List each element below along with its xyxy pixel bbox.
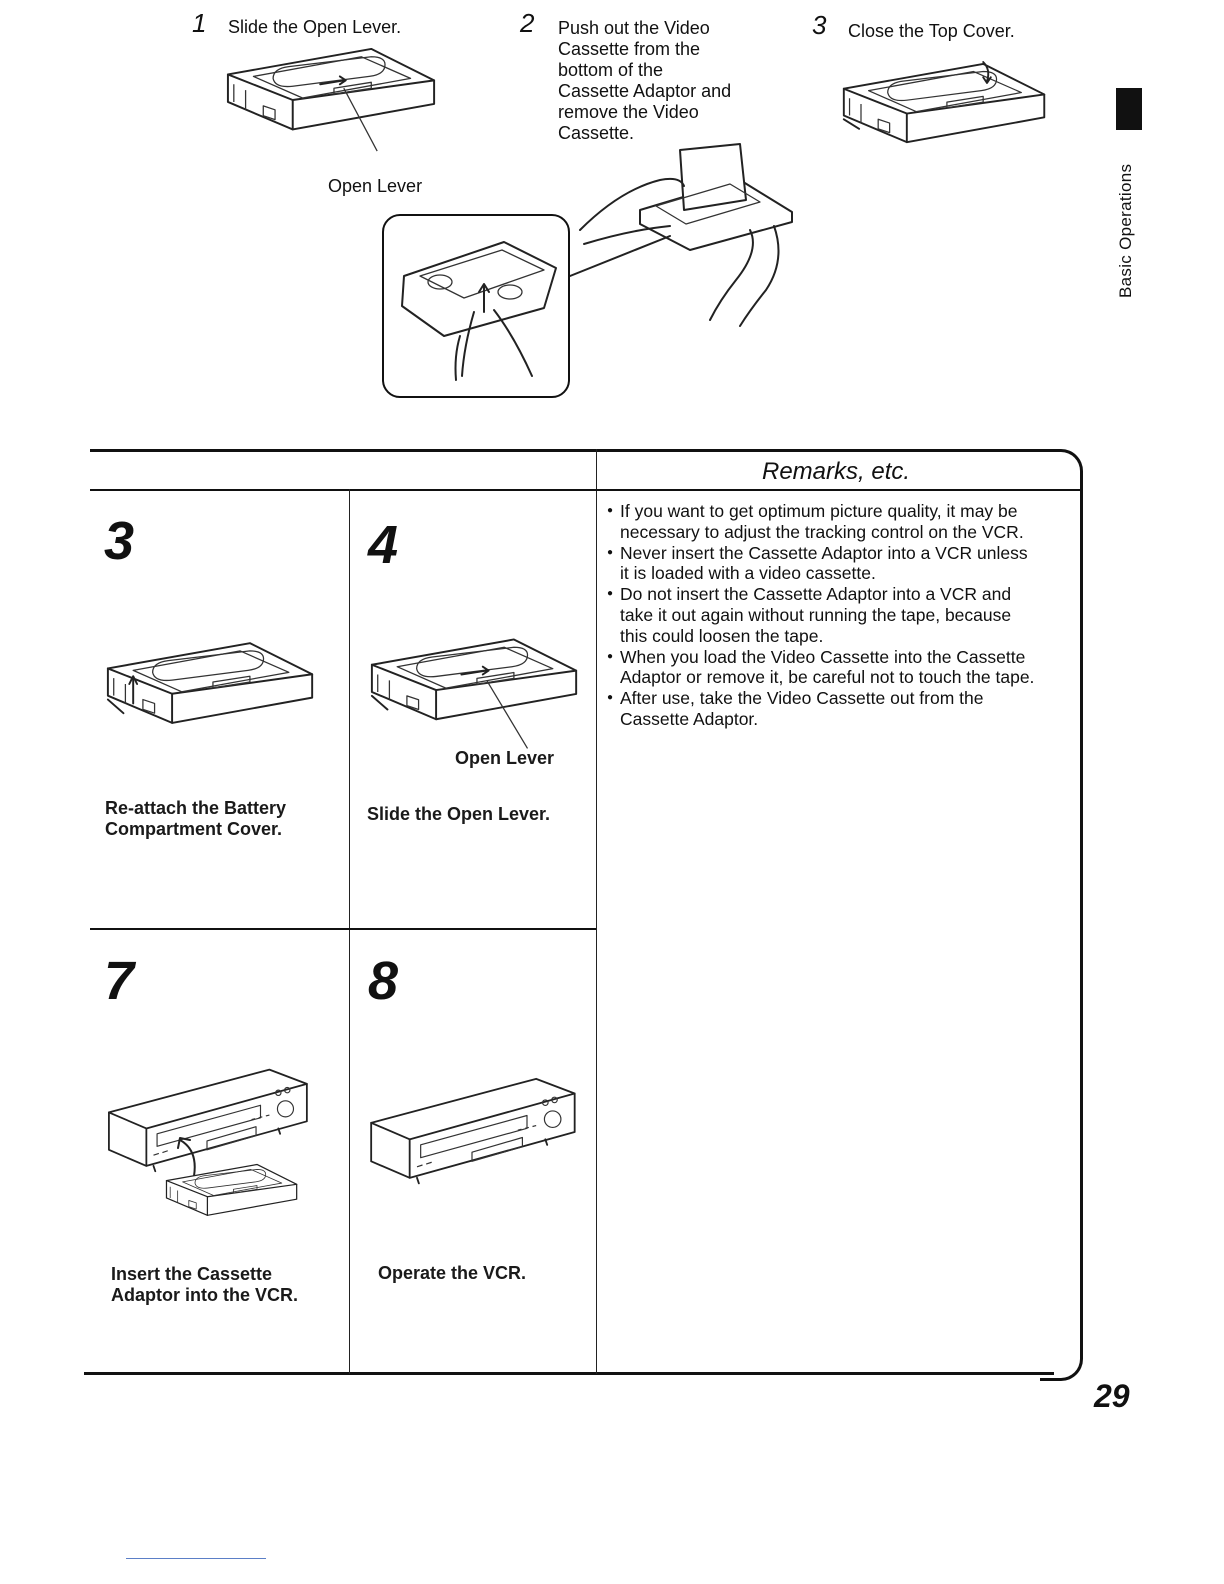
remarks-title: Remarks, etc.: [762, 458, 910, 486]
section-side-label: Basic Operations: [1116, 164, 1136, 298]
step-8-caption-line: Operate the VCR.: [378, 1263, 526, 1284]
remark-line: take it out again without running the ta…: [620, 605, 1073, 626]
step-3-number: 3: [104, 514, 134, 568]
battery-cover-illustration: [104, 630, 318, 738]
grid-row-divider: [90, 928, 596, 930]
remark-line: Cassette Adaptor.: [620, 709, 1073, 730]
grid-step-column-divider: [349, 489, 350, 1374]
inset-detail-box: [382, 214, 570, 398]
remark-line: When you load the Video Cassette into th…: [620, 647, 1073, 668]
top-step-3-text: Close the Top Cover.: [848, 21, 1015, 42]
top-step-2-line: remove the Video: [558, 102, 798, 123]
section-tab-marker: [1116, 88, 1142, 130]
grid-header-rule: [90, 489, 1082, 491]
top-step-2-line: Push out the Video: [558, 18, 798, 39]
cassette-adaptor-illustration-step1: [224, 44, 440, 154]
grid-top-rule: [90, 449, 1054, 452]
remark-line: Adaptor or remove it, be careful not to …: [620, 667, 1073, 688]
step-3-caption: Re-attach the Battery Compartment Cover.: [105, 798, 286, 840]
remark-line: it is loaded with a video cassette.: [620, 563, 1073, 584]
top-step-3-number: 3: [812, 10, 826, 41]
remark-item: When you load the Video Cassette into th…: [607, 647, 1073, 689]
step-4-caption-line: Slide the Open Lever.: [367, 804, 550, 825]
page-number: 29: [1094, 1378, 1130, 1415]
top-step-2-text: Push out the Video Cassette from the bot…: [558, 18, 798, 144]
hands-removing-cassette-illustration: [560, 140, 800, 340]
top-step-2-number: 2: [520, 8, 534, 39]
step-8-caption: Operate the VCR.: [378, 1263, 526, 1284]
step-3-caption-line: Compartment Cover.: [105, 819, 286, 840]
remark-line: this could loosen the tape.: [620, 626, 1073, 647]
top-step-2-line: Cassette from the: [558, 39, 798, 60]
remark-line: Never insert the Cassette Adaptor into a…: [620, 543, 1073, 564]
top-step-2-line: Cassette Adaptor and: [558, 81, 798, 102]
remark-line: necessary to adjust the tracking control…: [620, 522, 1073, 543]
step-4-lever-label: Open Lever: [455, 748, 554, 769]
remark-line: After use, take the Video Cassette out f…: [620, 688, 1073, 709]
grid-bottom-rule: [84, 1372, 1054, 1375]
remarks-list: If you want to get optimum picture quali…: [607, 501, 1073, 730]
step-8-number: 8: [368, 954, 398, 1008]
grid-remarks-divider: [596, 449, 597, 1374]
remark-line: If you want to get optimum picture quali…: [620, 501, 1073, 522]
remark-line: Do not insert the Cassette Adaptor into …: [620, 584, 1073, 605]
cassette-adaptor-illustration-step3: [840, 50, 1050, 158]
operate-vcr-illustration: [362, 1062, 582, 1202]
top-step-2-line: bottom of the: [558, 60, 798, 81]
step-4-number: 4: [368, 518, 398, 572]
open-lever-label: Open Lever: [328, 176, 422, 197]
remark-item: Do not insert the Cassette Adaptor into …: [607, 584, 1073, 646]
step-7-caption-line: Insert the Cassette: [111, 1264, 298, 1285]
remark-item: After use, take the Video Cassette out f…: [607, 688, 1073, 730]
insert-adaptor-vcr-illustration: [100, 1066, 314, 1236]
footnote-rule: [126, 1558, 266, 1559]
step-7-number: 7: [104, 954, 134, 1008]
top-step-1-text: Slide the Open Lever.: [228, 17, 401, 38]
remark-item: Never insert the Cassette Adaptor into a…: [607, 543, 1073, 585]
step-4-caption: Slide the Open Lever.: [367, 804, 550, 825]
open-lever-illustration: [368, 630, 582, 754]
step-3-caption-line: Re-attach the Battery: [105, 798, 286, 819]
step-7-caption-line: Adaptor into the VCR.: [111, 1285, 298, 1306]
step-7-caption: Insert the Cassette Adaptor into the VCR…: [111, 1264, 298, 1306]
top-step-1-number: 1: [192, 8, 206, 39]
remark-item: If you want to get optimum picture quali…: [607, 501, 1073, 543]
